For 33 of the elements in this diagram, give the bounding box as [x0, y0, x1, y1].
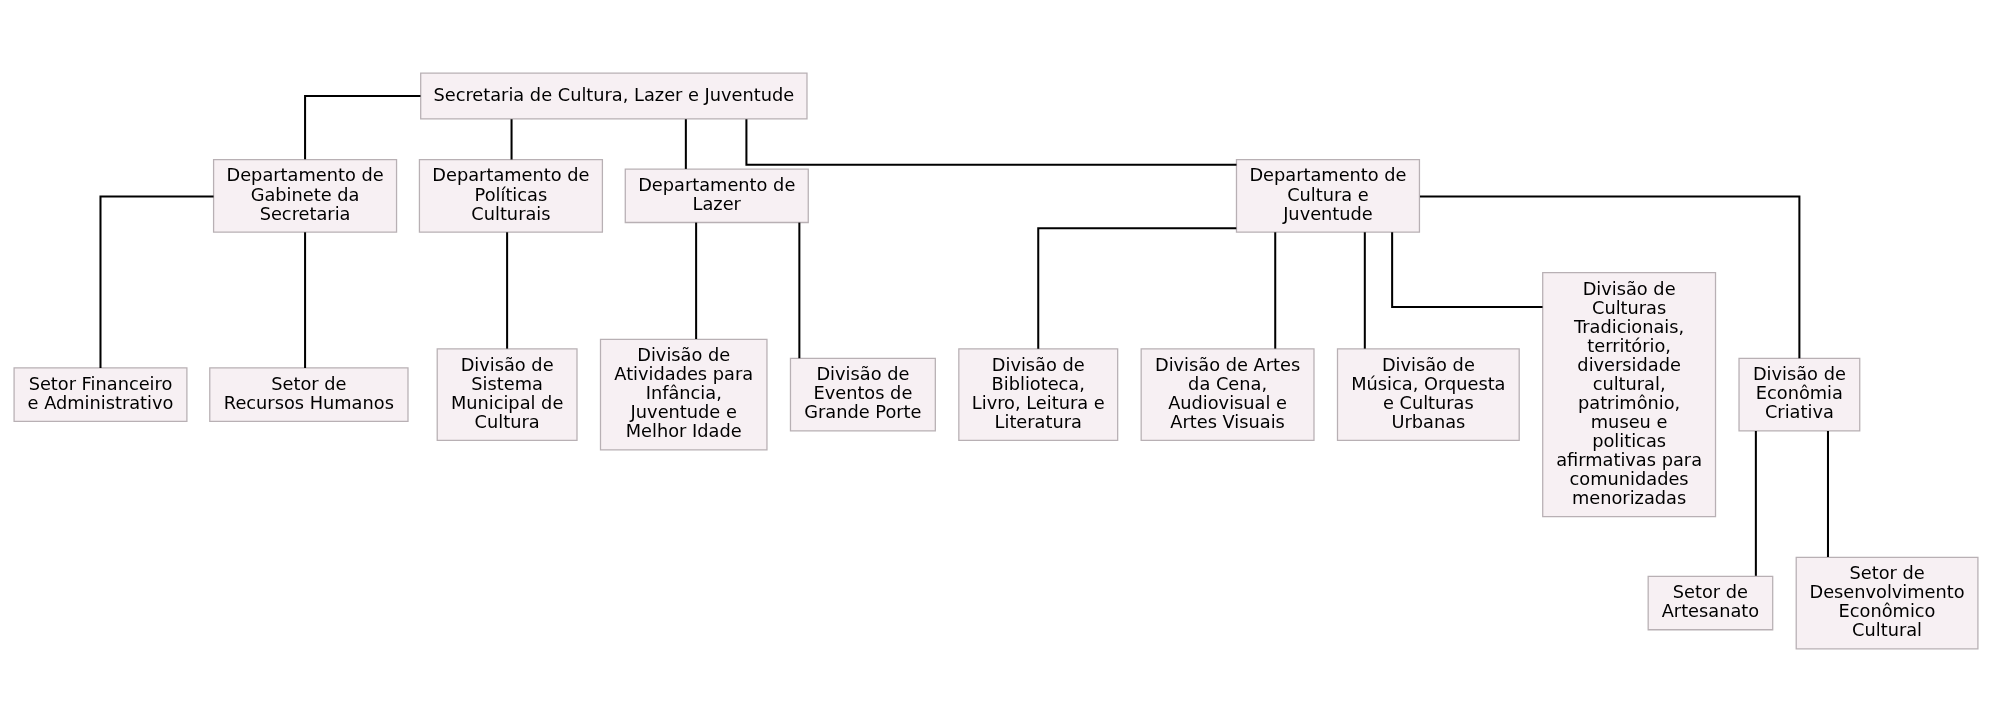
- node-box: Divisão de Atividades para Infância, Juventude e Melhor Idade: [599, 338, 768, 451]
- node-box: Divisão de Artes da Cena, Audiovisual e Artes Visuais: [1140, 347, 1315, 441]
- node-box: Departamento de Lazer: [624, 168, 809, 223]
- connector: [1754, 430, 1757, 576]
- connector: [1273, 231, 1276, 349]
- connector: [1363, 231, 1366, 349]
- node-box: Divisão de Culturas Tradicionais, território, diversidade cultural, patrimônio, museu e politicas afirmativas para comunidades menorizadas: [1541, 271, 1716, 517]
- connector: [1826, 430, 1829, 557]
- node-box: Setor Financeiro e Administrativo: [12, 366, 188, 422]
- node-box: Secretaria de Cultura, Lazer e Juventude: [419, 72, 808, 120]
- node-box: Divisão de Música, Orquesta e Culturas Urbanas: [1336, 347, 1520, 441]
- connector: [1419, 194, 1800, 358]
- node-box: Setor de Artesanato: [1647, 575, 1773, 630]
- node-box: Departamento de Políticas Culturais: [418, 158, 603, 233]
- connector: [684, 118, 687, 169]
- node-box: Setor de Desenvolvimento Econômico Cultural: [1795, 556, 1979, 649]
- node-box: Departamento de Cultura e Juventude: [1235, 158, 1420, 233]
- connector: [744, 118, 1236, 166]
- node-box: Departamento de Gabinete da Secretaria: [212, 158, 397, 233]
- connector: [1390, 231, 1543, 308]
- connector: [505, 231, 508, 349]
- connector: [303, 231, 306, 368]
- connector: [510, 118, 513, 159]
- node-box: Divisão de Econômia Criativa: [1737, 357, 1860, 432]
- node-box: Divisão de Eventos de Grande Porte: [789, 357, 936, 432]
- node-box: Setor de Recursos Humanos: [208, 366, 409, 422]
- connector: [98, 194, 214, 368]
- connector: [797, 222, 800, 358]
- connector: [303, 94, 420, 159]
- connector: [1036, 226, 1236, 349]
- connector: [694, 222, 697, 339]
- node-box: Divisão de Sistema Municipal de Cultura: [436, 347, 578, 441]
- node-box: Divisão de Biblioteca, Livro, Leitura e Literatura: [957, 347, 1118, 441]
